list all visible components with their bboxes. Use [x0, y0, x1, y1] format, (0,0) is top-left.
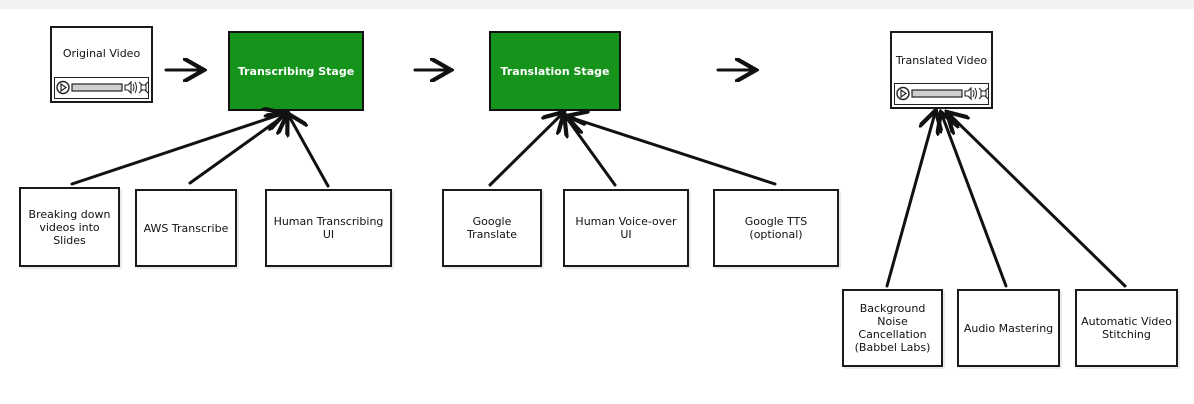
translated-video-title: Translated Video — [895, 53, 988, 67]
noise-cancellation-box: Background Noise Cancellation (Babbel La… — [842, 289, 943, 367]
arrow-stitching-to-translated — [949, 114, 1127, 288]
video-stitching-box: Automatic Video Stitching — [1075, 289, 1178, 367]
arrow-human-to-transcribing — [289, 116, 330, 188]
slides-box: Breaking down videos into Slides — [19, 187, 120, 267]
translated-video-player — [894, 83, 989, 105]
original-video-title: Original Video — [62, 46, 141, 60]
audio-mastering-box: Audio Mastering — [957, 289, 1060, 367]
google-tts-box: Google TTS (optional) — [713, 189, 839, 267]
video-controls-icon — [896, 86, 989, 101]
video-controls-icon — [56, 80, 149, 95]
arrow-slides-to-transcribing — [70, 114, 282, 186]
original-video-player — [54, 77, 149, 99]
transcribing-stage: Transcribing Stage — [228, 31, 364, 111]
aws-transcribe-box: AWS Transcribe — [135, 189, 237, 267]
human-voiceover-box: Human Voice-over UI — [563, 189, 689, 267]
arrow-voiceover-to-translation — [566, 117, 617, 187]
arrow-aws-to-transcribing — [188, 115, 285, 185]
google-translate-box: Google Translate — [442, 189, 542, 267]
arrow-mastering-to-translated — [942, 115, 1008, 288]
arrow-tts-to-translation — [569, 117, 777, 186]
translation-stage: Translation Stage — [489, 31, 621, 111]
original-video-widget: Original Video — [50, 26, 153, 103]
human-transcribing-box: Human Transcribing UI — [265, 189, 392, 267]
arrow-gtranslate-to-translation — [488, 114, 562, 187]
arrow-noise-to-translated — [885, 113, 935, 288]
